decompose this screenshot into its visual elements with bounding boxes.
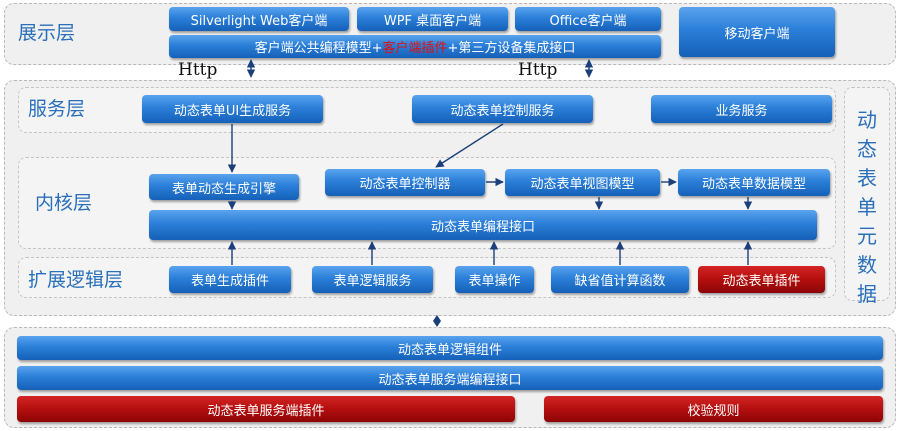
form-logic-service-box: 表单逻辑服务 [312,266,433,293]
arrow-control-service-to-controller [435,123,504,168]
business-service-box: 业务服务 [651,95,832,123]
validation-rules-box: 校验规则 [544,396,883,422]
common-model-suffix: +第三方设备集成接口 [447,41,576,56]
view-model-box: 动态表单视图模型 [505,169,660,196]
service-layer-label: 服务层 [28,98,86,120]
wpf-client-box: WPF 桌面客户端 [357,7,508,31]
core-layer-label: 内核层 [35,192,93,214]
metadata-column-region [844,87,890,301]
default-value-function-box: 缺省值计算函数 [551,266,689,293]
metadata-vertical-label: 动态表单元数据 [857,108,877,306]
data-model-box: 动态表单数据模型 [678,169,830,196]
client-common-model-box: 客户端公共编程模型+客户端插件+第三方设备集成接口 [169,35,661,58]
logic-component-box: 动态表单逻辑组件 [17,336,883,360]
silverlight-client-box: Silverlight Web客户端 [169,7,349,31]
common-model-prefix: 客户端公共编程模型+ [254,41,383,56]
ui-generation-service-box: 动态表单UI生成服务 [142,95,323,123]
form-operation-box: 表单操作 [455,266,534,293]
server-plugin-box: 动态表单服务端插件 [17,396,515,422]
http-label-right: Http [518,60,558,80]
connector-diamond [433,315,441,327]
server-programming-interface-box: 动态表单服务端编程接口 [17,366,883,390]
form-controller-box: 动态表单控制器 [325,169,485,196]
control-service-box: 动态表单控制服务 [412,95,593,123]
presentation-layer-label: 展示层 [18,22,76,44]
mobile-client-box: 移动客户端 [679,7,835,57]
http-label-left: Http [178,60,218,80]
client-plugin-highlight: 客户端插件 [382,41,448,56]
form-generation-engine-box: 表单动态生成引擎 [149,174,299,200]
dynamic-form-plugin-box: 动态表单插件 [698,266,825,293]
office-client-box: Office客户端 [515,7,661,31]
programming-interface-box: 动态表单编程接口 [149,210,817,240]
extension-layer-label: 扩展逻辑层 [28,269,124,291]
form-generation-plugin-box: 表单生成插件 [169,266,291,293]
